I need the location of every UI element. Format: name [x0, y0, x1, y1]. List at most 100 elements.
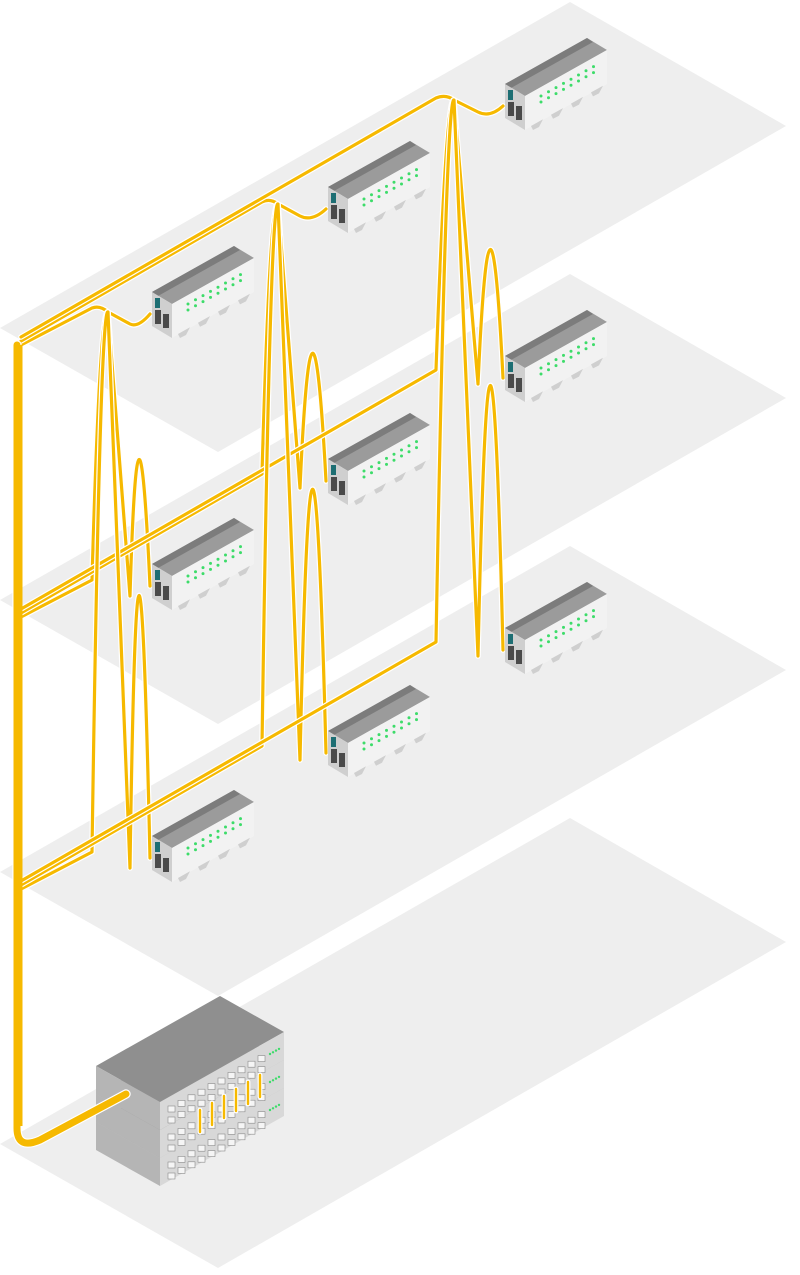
led-icon — [224, 831, 227, 835]
led-icon — [370, 193, 373, 197]
led-icon — [400, 182, 403, 186]
device-foot — [218, 304, 230, 316]
led-icon — [224, 825, 227, 829]
rack-port-icon — [257, 1055, 266, 1062]
rack-side — [96, 1094, 160, 1158]
floor-slab-2 — [0, 274, 786, 724]
led-icon — [539, 638, 543, 642]
led-icon — [400, 726, 403, 730]
led-icon — [577, 617, 580, 621]
rack-port-icon — [237, 1133, 246, 1141]
led-icon — [577, 73, 580, 77]
device-foot — [374, 211, 386, 222]
rack-port-icon — [187, 1094, 196, 1102]
led-icon — [569, 83, 573, 87]
rack-port-icon — [167, 1144, 176, 1152]
led-icon — [592, 615, 595, 619]
device-foot — [551, 108, 563, 119]
led-icon — [569, 621, 573, 625]
rack-port-icon — [237, 1105, 246, 1113]
led-icon — [268, 1052, 272, 1056]
device-top-edge — [152, 246, 240, 296]
led-icon — [584, 69, 588, 73]
rack-port-icon — [237, 1077, 246, 1085]
device-foot — [394, 199, 406, 211]
rack-port-icon — [177, 1100, 186, 1107]
led-icon — [362, 475, 366, 479]
led-icon — [277, 1047, 281, 1051]
led-icon — [407, 172, 411, 176]
rack-port-icon — [197, 1155, 206, 1163]
led-icon — [186, 852, 190, 856]
device-foot — [414, 188, 426, 200]
led-icon — [415, 168, 418, 172]
rack-port-icon — [187, 1150, 196, 1158]
led-icon — [562, 625, 565, 629]
led-icon — [216, 291, 220, 295]
device-top — [328, 685, 430, 743]
device-top — [328, 141, 430, 199]
led-icon — [194, 576, 197, 580]
cables-layer — [18, 93, 506, 892]
rack-port-icon — [227, 1072, 236, 1079]
led-icon — [539, 100, 543, 104]
device-foot — [571, 96, 583, 108]
led-icon — [186, 574, 190, 578]
rack-port-icon — [237, 1094, 246, 1102]
device-foot — [591, 85, 603, 97]
device-foot — [591, 629, 603, 641]
led-icon — [224, 287, 227, 291]
led-icon — [554, 364, 558, 368]
led-icon — [584, 619, 588, 623]
rack-port-icon — [217, 1144, 226, 1152]
led-icon — [201, 838, 205, 842]
led-icon — [224, 553, 227, 557]
device-foot — [354, 766, 366, 777]
led-icon — [592, 343, 595, 347]
led-icon — [231, 821, 235, 825]
led-icon — [562, 81, 565, 85]
led-icon — [216, 557, 220, 561]
floor-slab-1 — [0, 2, 786, 452]
led-icon — [539, 94, 543, 98]
ethernet-port-icon — [339, 481, 345, 495]
led-icon — [547, 362, 550, 366]
led-icon — [577, 351, 580, 355]
led-icon — [539, 372, 543, 376]
ethernet-port-icon — [331, 477, 337, 491]
led-icon — [377, 739, 381, 743]
led-icon — [385, 734, 388, 738]
status-port-icon — [331, 193, 336, 203]
led-icon — [239, 823, 242, 827]
led-icon — [569, 355, 573, 359]
device-foot — [374, 483, 386, 494]
device-foot — [354, 494, 366, 505]
rack-port-icon — [237, 1066, 246, 1074]
led-icon — [577, 79, 580, 83]
led-icon — [392, 730, 396, 734]
floor-2-cable-3 — [19, 98, 505, 611]
backbone-cable-outline — [12, 340, 131, 1148]
floor-3-cable-2 — [19, 202, 328, 887]
led-icon — [274, 1077, 278, 1080]
led-icon — [209, 839, 212, 843]
access-point-icon — [152, 518, 254, 610]
rack-port-icon — [167, 1133, 176, 1141]
rack-port-icon — [177, 1128, 186, 1135]
led-icon — [400, 176, 403, 180]
rack-side — [96, 1122, 160, 1186]
device-foot — [198, 860, 210, 871]
led-icon — [194, 304, 197, 308]
ethernet-port-icon — [163, 858, 169, 872]
led-icon — [539, 366, 543, 370]
access-point-icon — [505, 582, 607, 674]
core-switch-stack — [96, 996, 284, 1186]
led-icon — [216, 285, 220, 289]
led-icon — [577, 345, 580, 349]
led-icon — [547, 96, 550, 100]
led-icon — [415, 440, 418, 444]
rack-port-icon — [207, 1094, 216, 1101]
rack-port-icon — [257, 1111, 266, 1118]
led-icon — [209, 561, 212, 565]
rack-port-icon — [197, 1144, 206, 1152]
